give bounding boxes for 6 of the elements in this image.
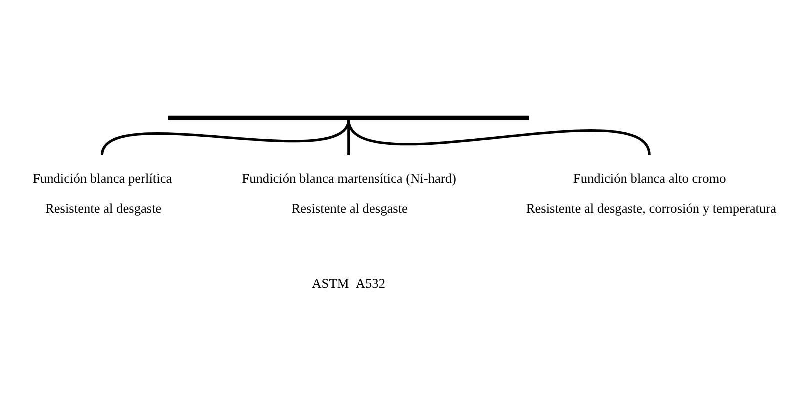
label: ASTM A532 bbox=[312, 275, 386, 290]
node-text: Fundición blanca martensítica (Ni-hard) Resistente al desgaste bbox=[242, 170, 456, 216]
node-text: Fundición blanca perlítica Resistente al desgaste bbox=[33, 170, 172, 216]
node-text: Fundición blanca alto cromo Resistente al desgaste, corrosión y temperatura bbox=[526, 170, 777, 216]
connector bbox=[348, 118, 651, 156]
node-bar bbox=[168, 115, 530, 120]
